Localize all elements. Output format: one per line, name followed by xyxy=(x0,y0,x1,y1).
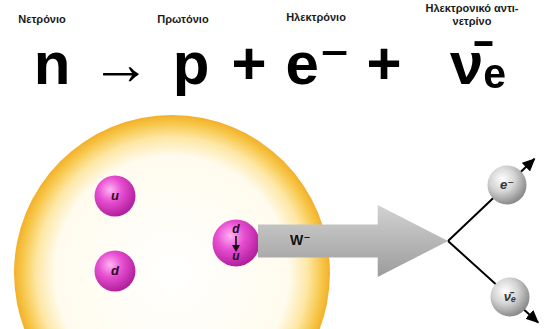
equation-plus: + xyxy=(366,34,401,94)
equation-arrow: → xyxy=(91,34,151,94)
converting-quark-label: u xyxy=(232,250,239,263)
equation-symbol-box: p xyxy=(161,34,221,94)
equation-plus: + xyxy=(231,34,266,94)
particle-caption-box: Πρωτόνιο xyxy=(138,13,228,26)
antineutrino-sphere: ν̄ₑ xyxy=(490,277,530,317)
electron-sphere-label: e⁻ xyxy=(500,178,514,192)
antineutrino-sphere-label: ν̄ₑ xyxy=(504,290,516,304)
w-boson-arrow-outline xyxy=(258,205,448,277)
equation-symbol-box: e⁻ xyxy=(278,34,358,94)
converting-quark-fill xyxy=(213,220,260,267)
particle-caption: Ηλεκτρόνιο xyxy=(266,11,366,24)
particle-track xyxy=(448,241,538,322)
w-boson-arrow: W⁻ xyxy=(258,205,448,277)
equation-symbol-box: n xyxy=(22,34,82,94)
w-boson-arrow-fill xyxy=(258,205,448,277)
down-quark: d xyxy=(94,250,136,292)
equation-symbol: p xyxy=(173,34,210,94)
up-quark-label: u xyxy=(111,189,119,203)
w-boson-arrow-label: W⁻ xyxy=(290,233,311,248)
particle-caption-box: Νετρόνιο xyxy=(0,13,87,26)
particle-caption: Πρωτόνιο xyxy=(138,13,228,26)
neutron-body xyxy=(14,115,330,329)
decay-arrow-head xyxy=(232,245,240,252)
equation-symbol: n xyxy=(34,34,71,94)
electron-sphere: e⁻ xyxy=(487,165,527,205)
equation-plus-box: + xyxy=(224,34,274,94)
decay-arrow-shaft xyxy=(235,236,237,247)
down-quark-label: d xyxy=(111,264,119,278)
equation-plus-box: + xyxy=(359,34,409,94)
up-quark-fill xyxy=(95,176,136,217)
equation-symbol: ν̄ₑ xyxy=(450,34,506,94)
particle-track xyxy=(448,159,535,241)
equation-arrow-box: → xyxy=(81,34,161,94)
particle-caption-box: Ηλεκτρόνιο xyxy=(266,11,366,24)
particle-caption: Ηλεκτρονικό αντι-νετρίνο xyxy=(422,2,522,27)
down-quark-fill xyxy=(95,251,136,292)
converting-quark-label: d xyxy=(232,223,239,236)
equation-symbol: e⁻ xyxy=(285,34,350,94)
antineutrino-sphere-fill xyxy=(491,278,530,317)
up-quark: u xyxy=(94,175,136,217)
converting-quark: du xyxy=(212,219,260,267)
particle-caption: Νετρόνιο xyxy=(0,13,87,26)
equation-symbol-box: ν̄ₑ xyxy=(428,34,528,94)
particle-caption-box: Ηλεκτρονικό αντι-νετρίνο xyxy=(422,2,522,27)
electron-sphere-fill xyxy=(488,166,527,205)
